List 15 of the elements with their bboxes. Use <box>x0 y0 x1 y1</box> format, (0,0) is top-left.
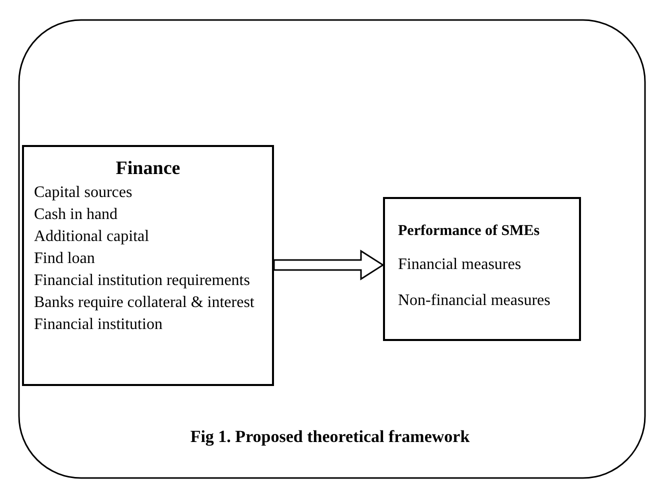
list-item: Financial measures <box>398 255 522 275</box>
list-item: Cash in hand <box>34 205 118 225</box>
figure-caption: Fig 1. Proposed theoretical framework <box>189 427 471 447</box>
concept-box <box>22 145 274 386</box>
box-heading: Performance of SMEs <box>398 222 540 241</box>
list-item: Financial institution <box>34 315 162 335</box>
block-arrow <box>273 250 384 280</box>
list-item: Non-financial measures <box>398 291 550 311</box>
list-item: Banks require collateral & interest <box>34 293 254 313</box>
list-item: Additional capital <box>34 227 150 247</box>
list-item: Find loan <box>34 249 95 269</box>
list-item: Financial institution requirements <box>34 271 250 291</box>
concept-box <box>383 197 581 341</box>
list-item: Capital sources <box>34 183 132 203</box>
box-heading: Finance <box>114 159 182 179</box>
